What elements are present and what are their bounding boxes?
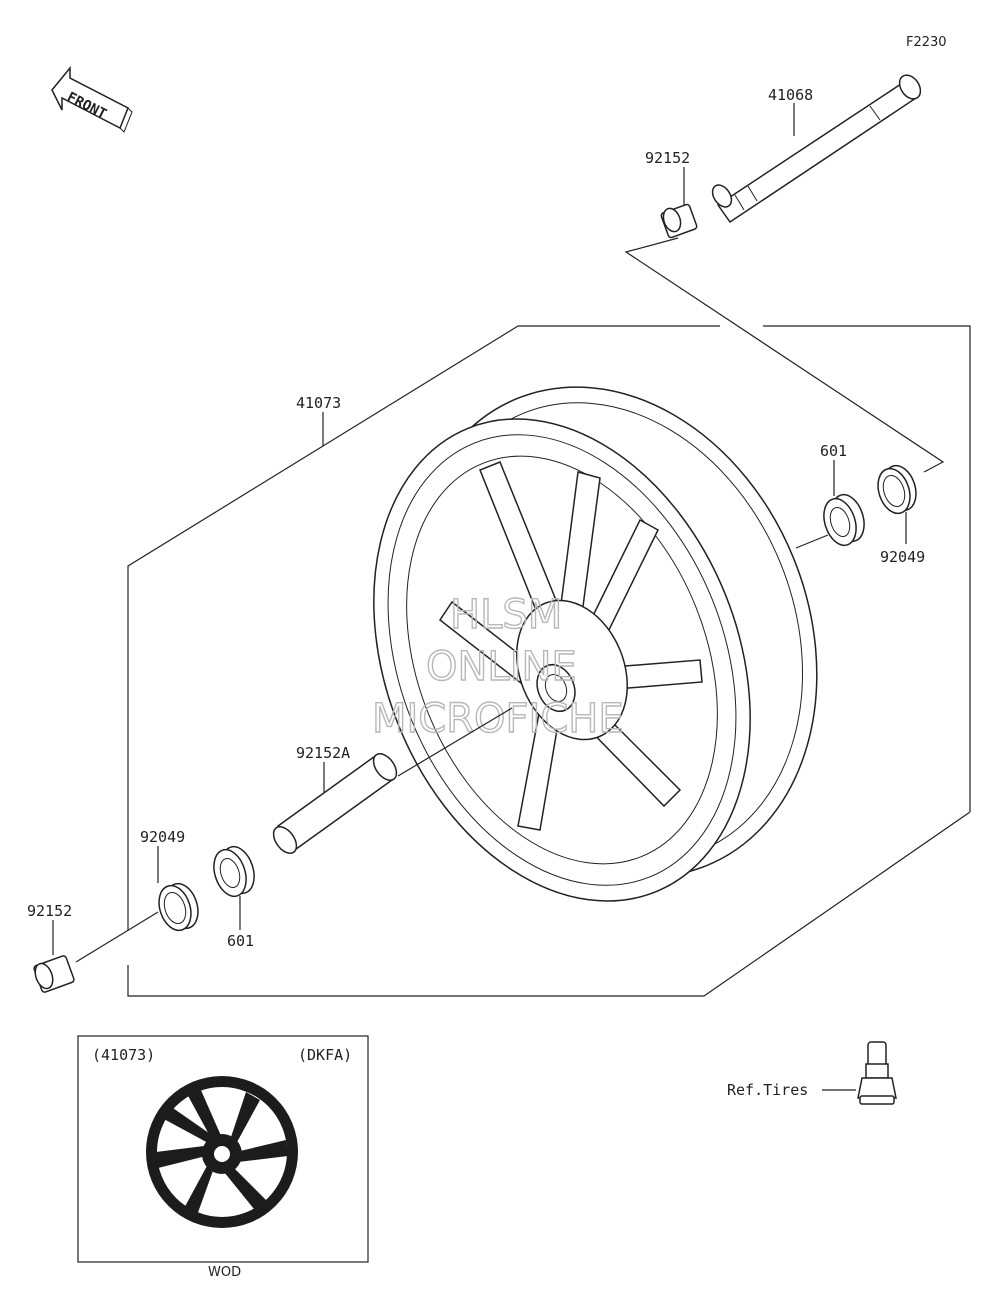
inset-caption: WOD: [208, 1265, 241, 1280]
callout-collar-left: 92152: [27, 902, 72, 920]
inset-wheel-image: [146, 1076, 298, 1228]
inset-box: (41073) (DKFA) WOD: [77, 1035, 369, 1280]
bearing-right-part[interactable]: [818, 491, 869, 550]
ref-tires-label: Ref.Tires: [727, 1081, 808, 1099]
bearing-left-part[interactable]: [208, 843, 259, 901]
inset-variant: (DKFA): [298, 1046, 352, 1064]
seal-left-part[interactable]: [154, 879, 204, 934]
axle-part[interactable]: [709, 71, 925, 224]
collar-top-part[interactable]: [660, 203, 698, 239]
callout-seal-left: 92049: [140, 828, 185, 846]
seal-right-part[interactable]: [873, 461, 922, 517]
callout-seal-right: 92049: [880, 548, 925, 566]
callout-bearing-left: 601: [227, 932, 254, 950]
callout-axle: 41068: [768, 86, 813, 104]
callout-collar-top: 92152: [645, 149, 690, 167]
callout-bearing-right: 601: [820, 442, 847, 460]
callout-wheel: 41073: [296, 394, 341, 412]
valve-icon: [857, 1041, 897, 1105]
inset-part-number: (41073): [92, 1046, 155, 1064]
watermark: HLSM ONLINE MICROFICHE: [371, 591, 624, 742]
spacer-part[interactable]: [269, 750, 401, 858]
svg-text:HLSM: HLSM: [450, 592, 562, 638]
front-arrow-icon: FRONT: [51, 65, 133, 133]
figure-code: F2230: [906, 35, 947, 50]
svg-text:MICROFICHE: MICROFICHE: [372, 696, 624, 742]
svg-text:ONLINE: ONLINE: [426, 644, 577, 690]
collar-left-part[interactable]: [32, 955, 75, 993]
callout-spacer: 92152A: [296, 744, 350, 762]
wheel-part[interactable]: [305, 325, 888, 958]
